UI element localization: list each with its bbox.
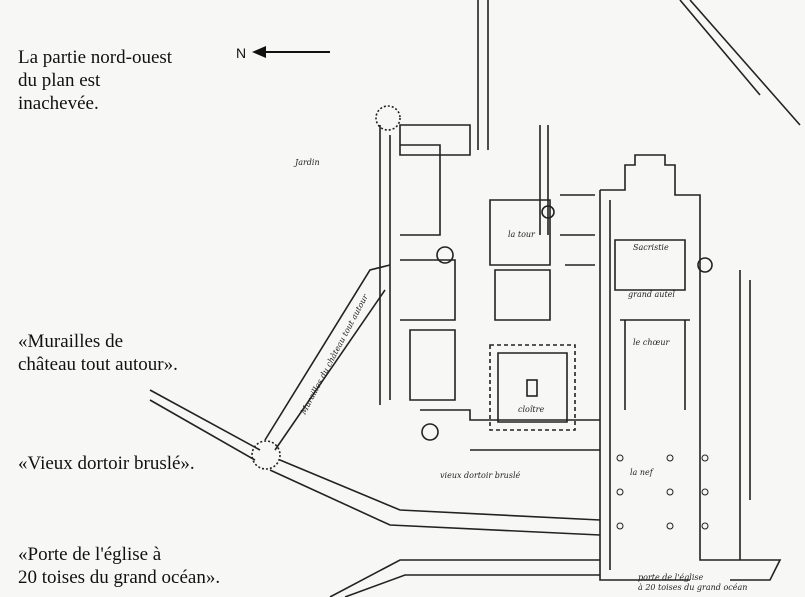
label-nef: la nef	[630, 468, 655, 477]
label-grand-autel: grand autel	[628, 290, 675, 299]
caption-line: La partie nord-ouest	[18, 47, 173, 68]
label-murailles: Murailles du château tout autour	[298, 292, 370, 417]
label-porte-1: porte de l'église	[638, 573, 703, 582]
caption-northwest: La partie nord-ouest du plan est inachev…	[18, 46, 172, 115]
caption-line: inachevée.	[18, 93, 99, 114]
caption-line: 20 toises du grand océan».	[18, 567, 221, 588]
caption-line: du plan est	[18, 70, 101, 91]
label-porte-2: à 20 toises du grand océan	[638, 583, 747, 592]
north-arrow: N	[236, 45, 330, 61]
label-cloitre: cloître	[518, 405, 544, 414]
caption-dortoir: «Vieux dortoir bruslé».	[18, 453, 195, 474]
walls	[149, 0, 801, 597]
north-label: N	[236, 45, 246, 61]
caption-line: «Porte de l'église à	[18, 544, 162, 565]
label-sacristie: Sacristie	[633, 243, 669, 252]
caption-line: «Murailles de	[18, 331, 124, 352]
caption-line: château tout autour».	[18, 354, 178, 375]
label-jardin: Jardin	[293, 158, 320, 167]
caption-porte: «Porte de l'église à 20 toises du grand …	[18, 543, 220, 589]
label-dortoir: vieux dortoir bruslé	[440, 471, 521, 480]
caption-murailles: «Murailles de château tout autour».	[18, 330, 178, 376]
label-choeur: le chœur	[633, 338, 671, 347]
label-tour: la tour	[508, 230, 536, 239]
nave-columns	[616, 454, 709, 530]
